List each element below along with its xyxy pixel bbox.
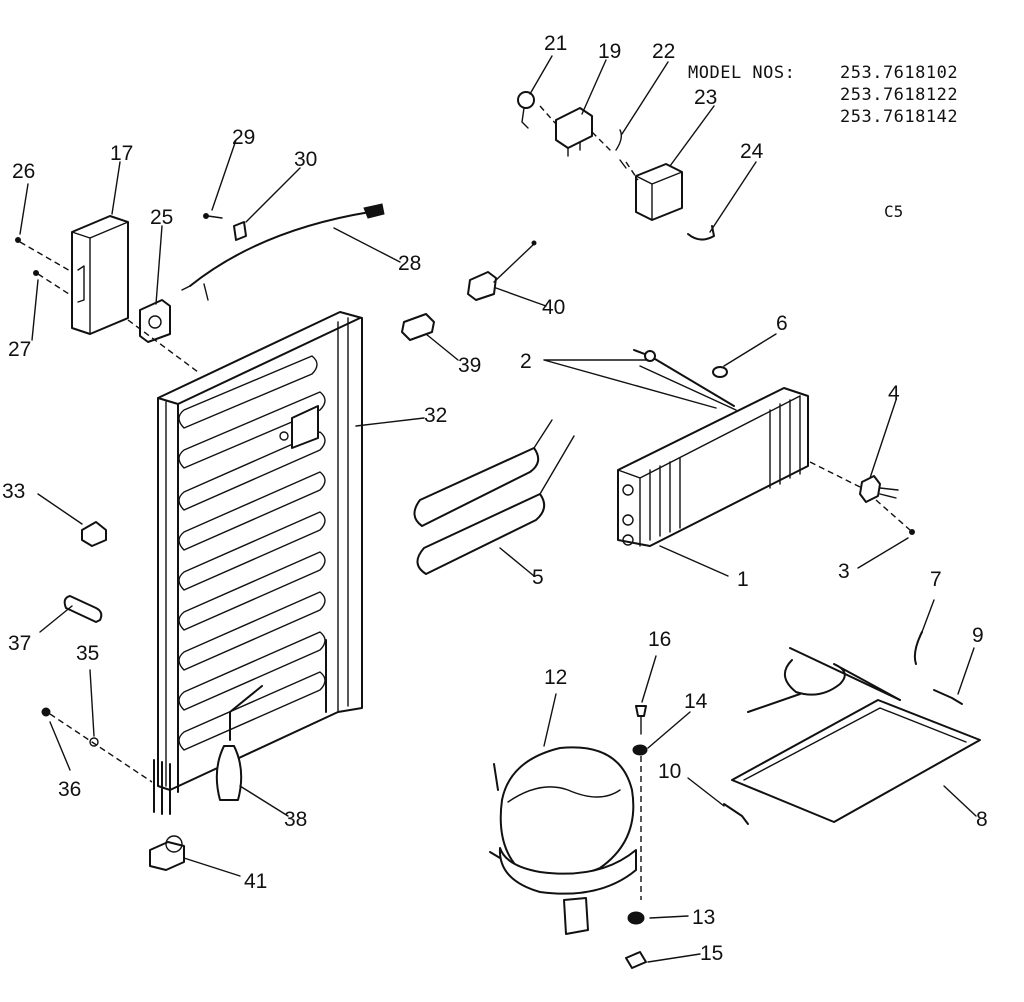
part-21-bulb	[517, 91, 535, 129]
callout-23: 23	[694, 86, 717, 109]
callout-41: 41	[244, 870, 267, 893]
callout-4: 4	[888, 382, 900, 405]
part-14-washer	[632, 744, 648, 756]
callout-6: 6	[776, 312, 788, 335]
leader-dash-light	[539, 105, 639, 181]
callout-26: 26	[12, 160, 35, 183]
part-26-screw	[15, 237, 21, 243]
part-27-screw	[33, 270, 39, 276]
callout-35: 35	[76, 642, 99, 665]
diagram-code: C5	[884, 202, 904, 221]
callout-16: 16	[648, 628, 671, 651]
callout-12: 12	[544, 666, 567, 689]
part-15-clip	[625, 951, 647, 969]
callout-1: 1	[737, 568, 749, 591]
callout-38: 38	[284, 808, 307, 831]
part-13-grommet	[627, 911, 645, 925]
part-19-socket	[555, 107, 593, 157]
part-4-overload	[859, 475, 899, 503]
part-23-light-shield	[635, 163, 683, 221]
part-25-thermostat	[139, 299, 171, 343]
part-16-bolt	[635, 705, 647, 735]
part-7-tube	[913, 631, 923, 665]
leader-dash-26	[19, 241, 73, 273]
callout-40: 40	[542, 296, 565, 319]
model-numbers-block: MODEL NOS: 253.7618102 253.7618122 253.7…	[688, 62, 1018, 128]
part-22-spring-clip	[615, 129, 627, 169]
part-33-block	[81, 521, 107, 547]
leader-dash-25-32	[127, 319, 199, 373]
model-number-3: 253.7618142	[840, 107, 959, 127]
part-12-compressor	[489, 746, 637, 935]
part-2-tubing	[633, 349, 737, 411]
callout-9: 9	[972, 624, 984, 647]
callout-25: 25	[150, 206, 173, 229]
callout-39: 39	[458, 354, 481, 377]
callout-19: 19	[598, 40, 621, 63]
part-8-drain-pan	[731, 647, 981, 823]
callout-10: 10	[658, 760, 681, 783]
part-24-clip	[687, 225, 715, 241]
part-9-clip	[933, 689, 963, 705]
part-17-control-housing	[71, 215, 129, 335]
callout-17: 17	[110, 142, 133, 165]
callout-37: 37	[8, 632, 31, 655]
part-3-screw	[909, 529, 915, 535]
callout-32: 32	[424, 404, 447, 427]
model-number-1: 253.7618102	[840, 63, 959, 83]
leader-dash-27	[37, 273, 73, 297]
callout-29: 29	[232, 126, 255, 149]
callout-labels: 1 2 3 4 5 6 7 8 9 10 12 13 14 15 16 17 1…	[2, 32, 988, 965]
part-35-washer	[89, 737, 99, 747]
callout-5: 5	[532, 566, 544, 589]
callout-15: 15	[700, 942, 723, 965]
part-10-clip	[723, 803, 749, 825]
callout-22: 22	[652, 40, 675, 63]
callout-13: 13	[692, 906, 715, 929]
callout-24: 24	[740, 140, 764, 163]
leader-dash-4-3	[809, 461, 911, 531]
part-40-connector	[467, 240, 537, 301]
part-36-screw	[41, 707, 51, 717]
part-29-screw	[203, 213, 223, 219]
part-28-wire-harness	[181, 203, 385, 301]
callout-8: 8	[976, 808, 988, 831]
part-41-clamp	[149, 835, 185, 871]
part-1-condenser	[617, 387, 809, 547]
part-38-drain-plug	[215, 745, 243, 801]
callout-21: 21	[544, 32, 567, 55]
part-30-clip	[233, 221, 247, 241]
leader-lines	[19, 55, 977, 963]
callout-14: 14	[684, 690, 708, 713]
model-label: MODEL NOS:	[688, 63, 796, 83]
callout-3: 3	[838, 560, 850, 583]
part-37-dowel	[63, 595, 103, 623]
callout-28: 28	[398, 252, 421, 275]
callout-30: 30	[294, 148, 317, 171]
callout-33: 33	[2, 480, 25, 503]
callout-2: 2	[520, 350, 532, 373]
model-number-2: 253.7618122	[840, 85, 959, 105]
part-5-coil	[413, 419, 575, 575]
part-6-grommet	[712, 366, 728, 378]
part-32-evaporator-panel	[153, 311, 363, 815]
callout-36: 36	[58, 778, 81, 801]
leader-dash-35-36	[49, 713, 153, 783]
callout-27: 27	[8, 338, 31, 361]
callout-7: 7	[930, 568, 942, 591]
